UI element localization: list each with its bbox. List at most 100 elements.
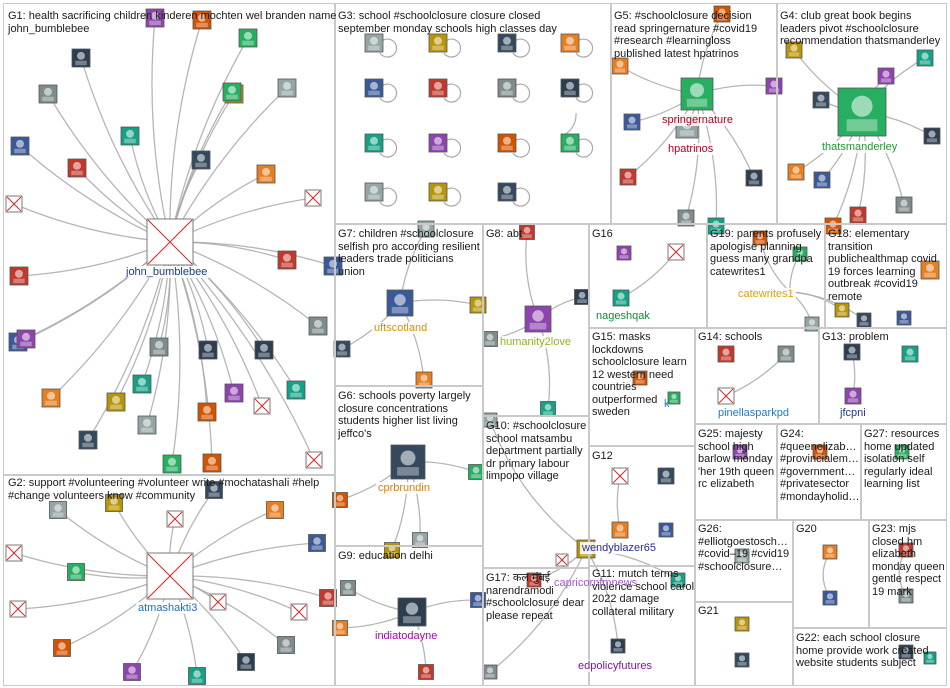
vertex-node[interactable] [611, 467, 629, 485]
vertex-node[interactable] [364, 182, 384, 202]
vertex-node[interactable] [254, 340, 274, 360]
vertex-node[interactable] [777, 345, 795, 363]
vertex-label-pinellasparkpd[interactable]: pinellasparkpd [716, 407, 791, 419]
vertex-node[interactable] [677, 209, 695, 227]
vertex-label-humanity2love[interactable]: humanity2love [498, 336, 573, 348]
vertex-node[interactable] [519, 224, 535, 240]
vertex-node[interactable] [834, 302, 850, 318]
vertex-node[interactable] [253, 397, 271, 415]
vertex-node[interactable] [192, 10, 212, 30]
vertex-node[interactable] [667, 243, 685, 261]
vertex-node[interactable] [560, 133, 580, 153]
vertex-node[interactable] [680, 77, 714, 111]
vertex-label-uftscotland[interactable]: uftscotland [372, 322, 430, 334]
vertex-node[interactable] [162, 454, 182, 474]
vertex-node[interactable] [560, 78, 580, 98]
vertex-node[interactable] [822, 544, 838, 560]
vertex-node[interactable] [658, 522, 674, 538]
vertex-node[interactable] [332, 492, 348, 508]
vertex-node[interactable] [256, 164, 276, 184]
vertex-node[interactable] [290, 603, 308, 621]
vertex-node[interactable] [812, 91, 830, 109]
vertex-node[interactable] [53, 639, 71, 657]
vertex-node[interactable] [412, 532, 428, 548]
vertex-node[interactable] [71, 48, 91, 68]
vertex-node[interactable] [67, 563, 85, 581]
vertex-label-hpatrinos[interactable]: hpatrinos [666, 143, 716, 155]
vertex-node[interactable] [277, 250, 297, 270]
vertex-node[interactable] [5, 544, 23, 562]
vertex-node[interactable] [785, 41, 803, 59]
vertex-node[interactable] [732, 444, 748, 460]
vertex-node[interactable] [41, 388, 61, 408]
vertex-node[interactable] [898, 644, 914, 660]
vertex-node[interactable] [923, 127, 941, 145]
vertex-label-springernature[interactable]: springernature [660, 114, 735, 126]
vertex-node[interactable] [611, 57, 629, 75]
vertex-node[interactable] [765, 77, 783, 95]
vertex-label-edpolicyfutures[interactable]: edpolicyfutures [576, 660, 654, 672]
vertex-node[interactable] [734, 652, 750, 668]
vertex-node[interactable] [574, 289, 590, 305]
vertex-label-thatsmanderley[interactable]: thatsmanderley [820, 141, 900, 153]
vertex-node[interactable] [844, 387, 862, 405]
vertex-node[interactable] [611, 521, 629, 539]
vertex-node[interactable] [224, 383, 244, 403]
vertex-node[interactable] [67, 158, 87, 178]
vertex-node[interactable] [197, 402, 217, 422]
vertex-label-catewrites1[interactable]: catewrites1 [736, 288, 796, 300]
vertex-node[interactable] [610, 638, 626, 654]
vertex-node[interactable] [277, 636, 295, 654]
vertex-label-jfcpni[interactable]: jfcpni [838, 407, 868, 419]
vertex-node[interactable] [332, 620, 348, 636]
vertex-node[interactable] [896, 310, 912, 326]
vertex-node[interactable] [787, 163, 805, 181]
vertex-node[interactable] [497, 78, 517, 98]
vertex-node[interactable] [428, 182, 448, 202]
vertex-node[interactable] [319, 589, 337, 607]
vertex-node[interactable] [619, 168, 637, 186]
vertex-node[interactable] [497, 33, 517, 53]
vertex-node[interactable] [78, 430, 98, 450]
vertex-node[interactable] [145, 8, 165, 28]
vertex-node[interactable] [670, 572, 686, 588]
vertex-node[interactable] [734, 616, 750, 632]
vertex-node[interactable] [238, 28, 258, 48]
vertex-node[interactable] [898, 588, 914, 604]
vertex-node[interactable] [898, 542, 914, 558]
vertex-node[interactable] [837, 87, 887, 137]
vertex-node[interactable] [616, 245, 632, 261]
vertex-node[interactable] [717, 387, 735, 405]
vertex-label-partial-k[interactable]: k [664, 398, 670, 410]
vertex-node[interactable] [146, 218, 194, 266]
vertex-node[interactable] [417, 220, 435, 238]
vertex-node[interactable] [123, 663, 141, 681]
vertex-node[interactable] [364, 33, 384, 53]
vertex-node[interactable] [132, 374, 152, 394]
vertex-node[interactable] [524, 305, 552, 333]
vertex-node[interactable] [5, 195, 23, 213]
vertex-node[interactable] [497, 133, 517, 153]
vertex-node[interactable] [120, 126, 140, 146]
vertex-label-john-bumblebee[interactable]: john_bumblebee [124, 266, 210, 278]
vertex-label-cprbrundin[interactable]: cprbrundin [376, 482, 432, 494]
vertex-node[interactable] [713, 5, 731, 23]
vertex-node[interactable] [191, 150, 211, 170]
vertex-node[interactable] [734, 548, 750, 564]
vertex-node[interactable] [657, 467, 675, 485]
vertex-node[interactable] [9, 600, 27, 618]
vertex-node[interactable] [386, 289, 414, 317]
vertex-label-atmashakti3[interactable]: atmashakti3 [136, 602, 200, 614]
vertex-node[interactable] [428, 133, 448, 153]
vertex-node[interactable] [415, 371, 433, 389]
vertex-node[interactable] [812, 444, 828, 460]
vertex-node[interactable] [526, 572, 542, 588]
vertex-node[interactable] [340, 580, 356, 596]
vertex-node[interactable] [202, 453, 222, 473]
vertex-node[interactable] [304, 189, 322, 207]
vertex-node[interactable] [16, 329, 36, 349]
vertex-node[interactable] [923, 651, 937, 665]
vertex-node[interactable] [305, 451, 323, 469]
vertex-node[interactable] [277, 78, 297, 98]
vertex-node[interactable] [286, 380, 306, 400]
